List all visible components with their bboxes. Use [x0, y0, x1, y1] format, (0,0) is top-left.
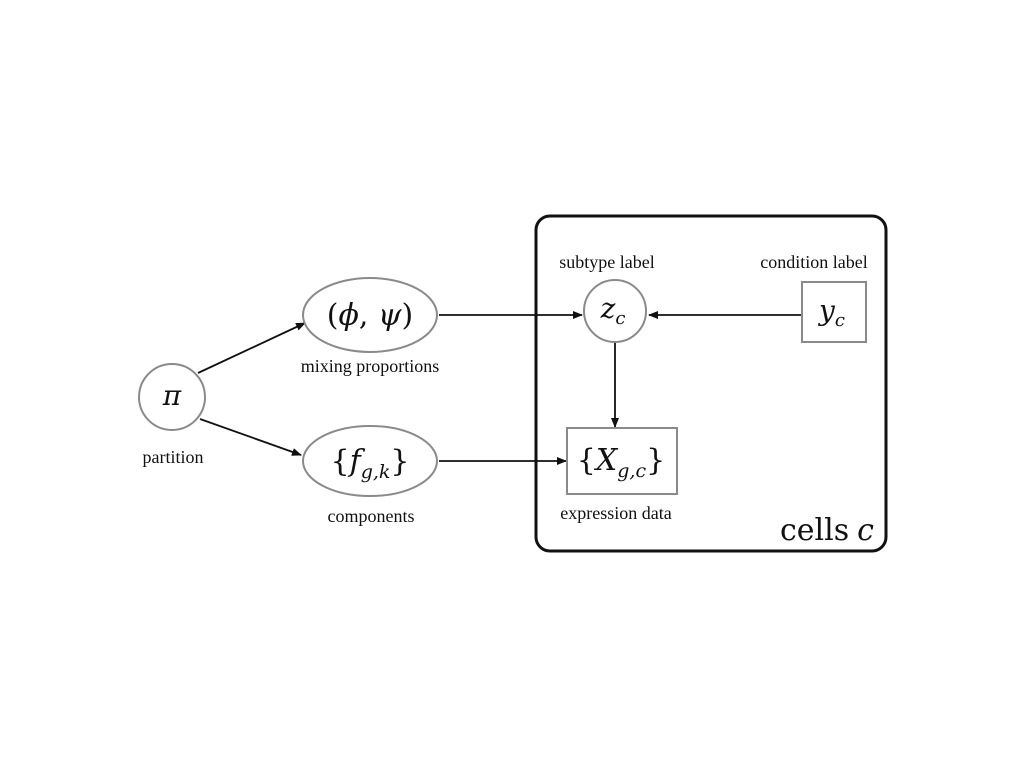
node-pi: π partition [138, 363, 206, 467]
components-ellipse [302, 425, 438, 497]
pi-label: partition [143, 447, 204, 467]
edge-pi-to-components [199, 418, 302, 456]
node-mixing-proportions: (ϕ, ψ) mixing proportions [301, 277, 440, 376]
cells-plate [534, 214, 888, 553]
x-box [566, 427, 678, 495]
components-label: components [328, 506, 415, 526]
node-y: yc condition label [760, 252, 868, 343]
node-components: {fg,k} components [302, 425, 438, 526]
y-box [801, 281, 867, 343]
x-symbol: {Xg,c} [577, 443, 665, 482]
node-z: zc subtype label [559, 252, 655, 343]
y-symbol: yc [817, 294, 845, 331]
components-symbol: {fg,k} [330, 444, 409, 483]
pi-symbol: π [162, 379, 182, 412]
mixing-symbol: (ϕ, ψ) [327, 298, 414, 333]
edge-pi-to-mixing [197, 322, 306, 374]
pi-circle [138, 363, 206, 431]
z-symbol: zc [600, 292, 626, 329]
mixing-ellipse [302, 277, 438, 353]
z-label: subtype label [559, 252, 654, 272]
x-label: expression data [560, 503, 671, 523]
node-x: {Xg,c} expression data [560, 427, 678, 523]
z-circle [583, 279, 647, 343]
y-label: condition label [760, 252, 867, 272]
mixing-label: mixing proportions [301, 356, 440, 376]
